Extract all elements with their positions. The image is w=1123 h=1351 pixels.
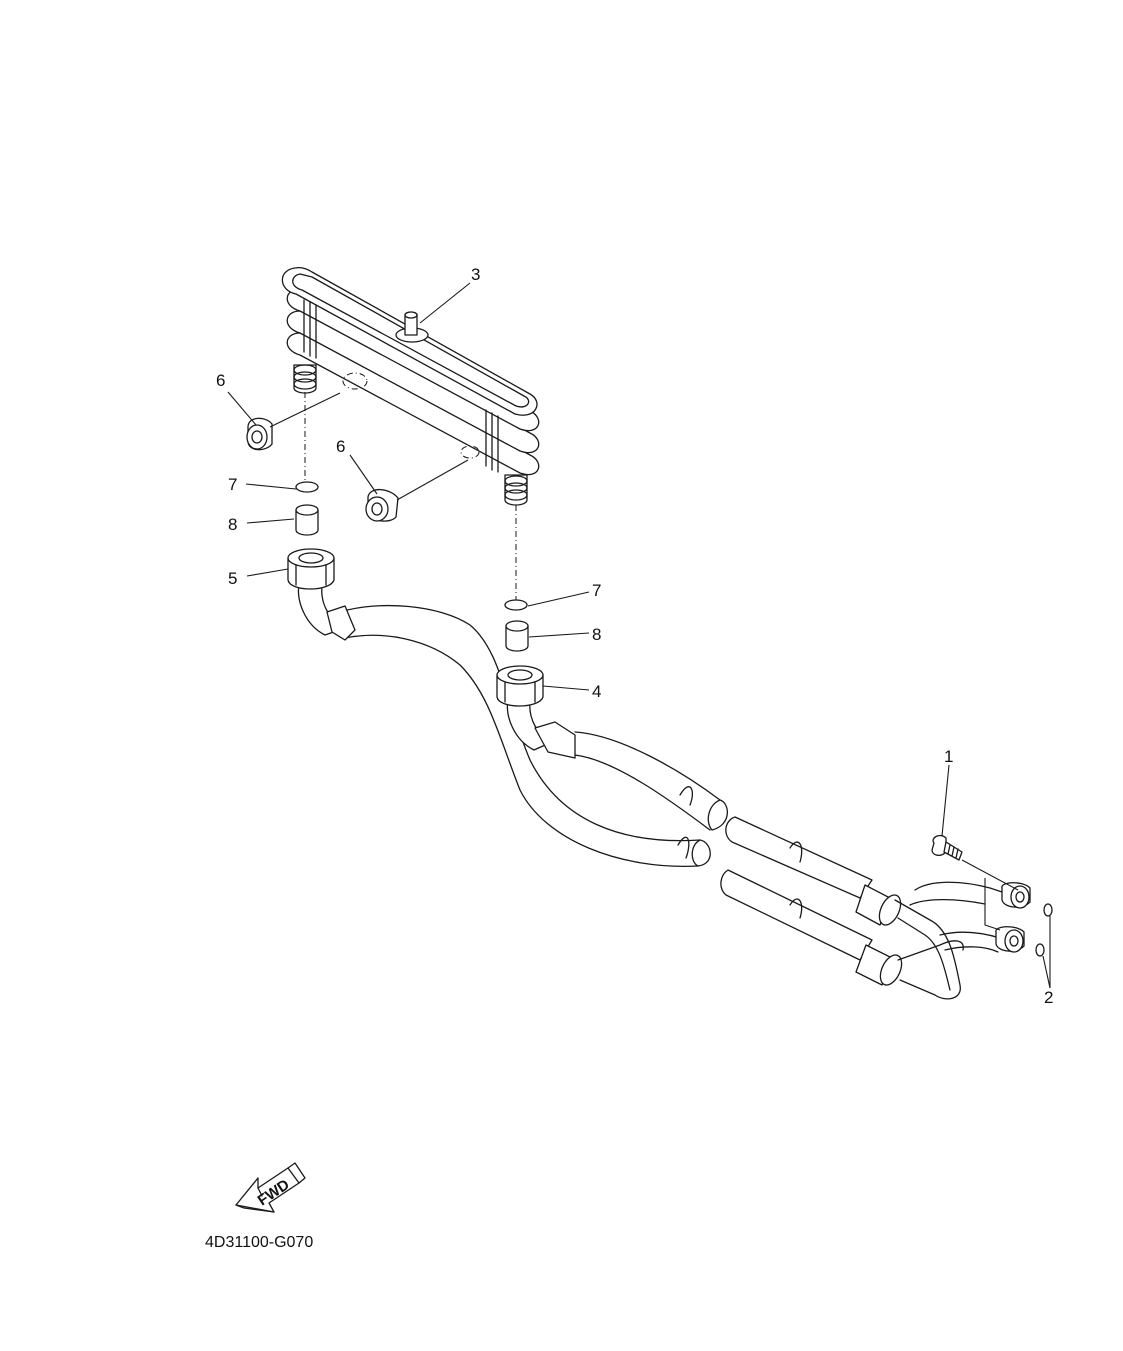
- bolt: [931, 834, 963, 861]
- callout-7-right: 7: [592, 581, 601, 600]
- banjo-bracket: [984, 878, 1001, 931]
- callout-8-left: 8: [228, 515, 237, 534]
- callout-6-left: 6: [216, 371, 225, 390]
- callout-7-left: 7: [228, 475, 237, 494]
- callout-4: 4: [592, 682, 601, 701]
- banjo-fitting-upper: [1001, 882, 1031, 909]
- collar-right: [505, 620, 529, 652]
- union-nut-5: [287, 548, 356, 641]
- collar-left: [295, 504, 319, 536]
- callout-1: 1: [944, 747, 953, 766]
- o-ring-right: [504, 599, 528, 611]
- callout-2: 2: [1044, 988, 1053, 1007]
- cooler-top-pin: [395, 311, 429, 343]
- grommet-left: [246, 417, 273, 451]
- fwd-direction-arrow: FWD: [235, 1162, 306, 1213]
- oil-hose-assembly: [339, 604, 1003, 1000]
- leader-lines: [227, 282, 1051, 989]
- diagram-code: 4D31100-G070: [205, 1234, 313, 1251]
- banjo-fitting-lower: [995, 926, 1025, 953]
- o-ring-small-lower: [1035, 943, 1045, 957]
- grommet-right: [365, 488, 399, 522]
- oil-cooler-radiator: [281, 266, 540, 476]
- o-ring-left: [295, 481, 319, 493]
- cooler-right-fitting: [504, 474, 528, 506]
- callout-6-right: 6: [336, 437, 345, 456]
- callout-5: 5: [228, 569, 237, 588]
- callout-8-right: 8: [592, 625, 601, 644]
- callout-3: 3: [471, 265, 480, 284]
- callouts: 3 6 6 7 8 5 7 8 4 1 2: [216, 265, 1053, 1007]
- cooler-left-fitting: [293, 364, 317, 394]
- o-ring-small-upper: [1043, 903, 1053, 917]
- union-nut-4: [496, 665, 576, 759]
